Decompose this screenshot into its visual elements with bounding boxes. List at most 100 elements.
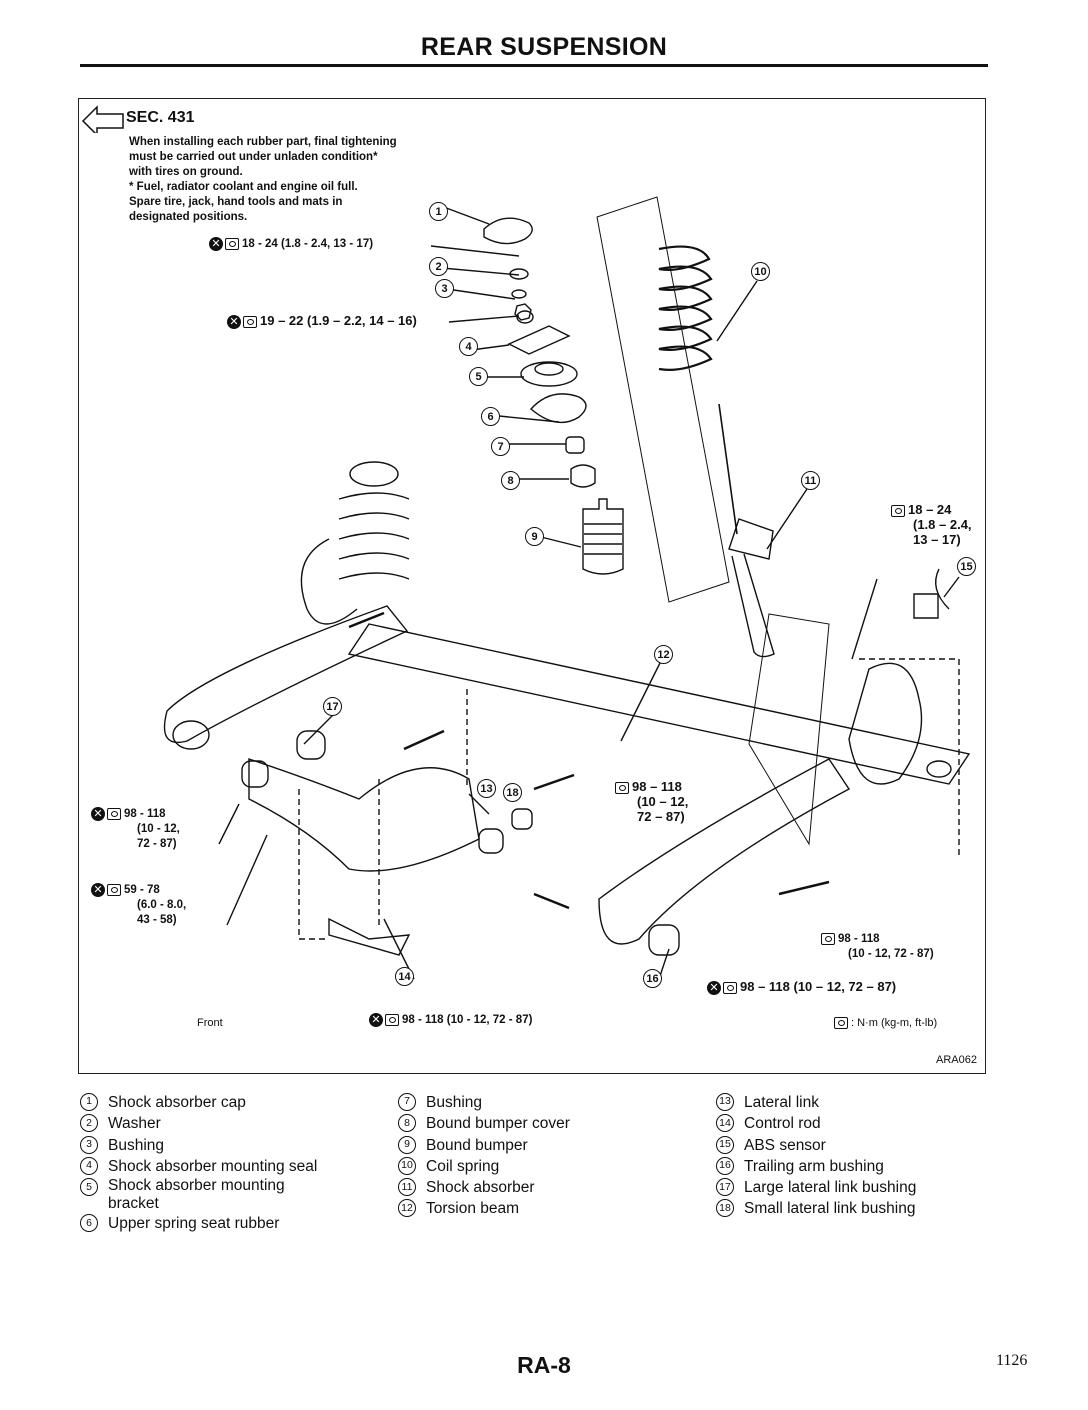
bushing-7-drawing: [565, 436, 585, 454]
control-rod-drawing: [328, 917, 411, 956]
page-code: RA-8: [517, 1352, 571, 1378]
mounting-bracket-drawing: [520, 361, 578, 387]
callout-15: 15: [957, 557, 976, 576]
torque-wrench-icon: [107, 808, 121, 820]
replace-part-icon: ✕: [209, 237, 223, 251]
replace-part-icon: ✕: [707, 980, 721, 995]
bound-bumper-drawing: [582, 498, 624, 575]
right-trailing-arm: [598, 758, 851, 945]
mounting-seal-drawing: [507, 325, 571, 355]
section-label: SEC. 431: [126, 109, 195, 126]
torque-wrench-icon: [834, 1017, 848, 1030]
torque-spec-3: 18 – 24 (1.8 – 2.4, 13 – 17): [891, 502, 972, 547]
lateral-link-drawing: [248, 758, 480, 872]
replace-part-icon: ✕: [91, 883, 105, 897]
exploded-view-drawing: [163, 196, 971, 980]
replace-part-icon: ✕: [91, 807, 105, 821]
front-arrow-icon: [81, 105, 124, 133]
torque-spec-8: ✕98 – 118 (10 – 12, 72 – 87): [707, 979, 896, 995]
front-label: Front: [197, 1017, 223, 1029]
callout-2: 2: [429, 257, 448, 276]
replace-part-icon: ✕: [369, 1013, 383, 1027]
page-title: REAR SUSPENSION: [420, 33, 668, 61]
torque-wrench-icon: [385, 1014, 399, 1026]
torsion-beam-drawing: [347, 623, 971, 785]
shock-rod: [718, 403, 738, 535]
small-bushing-drawing: [511, 808, 533, 830]
bushing-drawing: [511, 289, 527, 299]
callout-12: 12: [654, 645, 673, 664]
shock-absorber-cap-drawing: [483, 217, 533, 245]
torque-wrench-icon: [243, 315, 257, 328]
torque-wrench-icon: [891, 504, 905, 517]
torque-wrench-icon: [225, 238, 239, 250]
torque-spec-4: ✕98 - 118 (10 - 12, 72 - 87): [91, 807, 180, 852]
torque-wrench-icon: [723, 981, 737, 994]
torque-wrench-icon: [107, 884, 121, 896]
shock-absorber-drawing: [728, 518, 774, 560]
install-note: When installing each rubber part, final …: [129, 136, 397, 223]
coil-spring-drawing: [658, 245, 713, 371]
callout-14: 14: [395, 967, 414, 986]
shock-lower-box: [748, 613, 830, 846]
left-strut-top: [349, 461, 399, 487]
page-number: 1126: [996, 1352, 1028, 1369]
callout-7: 7: [491, 437, 510, 456]
abs-sensor-drawing: [913, 593, 939, 619]
torque-spec-2: ✕19 – 22 (1.9 – 2.2, 14 – 16): [227, 313, 417, 329]
torque-spec-6: 98 – 118 (10 – 12, 72 – 87): [615, 779, 688, 824]
unit-legend: : N·m (kg-m, ft-lb): [834, 1017, 937, 1030]
torque-wrench-icon: [615, 781, 629, 794]
left-trailing-arm: [163, 605, 409, 743]
callout-5: 5: [469, 367, 488, 386]
torque-wrench-icon: [821, 932, 835, 945]
callout-17: 17: [323, 697, 342, 716]
bound-bumper-cover-drawing: [570, 464, 596, 488]
knuckle-drawing: [848, 662, 923, 785]
torque-spec-9: ✕98 - 118 (10 - 12, 72 - 87): [369, 1013, 532, 1028]
callout-8: 8: [501, 471, 520, 490]
callout-9: 9: [525, 527, 544, 546]
callout-16: 16: [643, 969, 662, 988]
trailing-arm-bushing-drawing: [648, 924, 680, 956]
torque-spec-1: ✕18 - 24 (1.8 - 2.4, 13 - 17): [209, 237, 373, 252]
title-rule: [80, 64, 988, 67]
callout-11: 11: [801, 471, 820, 490]
callout-1: 1: [429, 202, 448, 221]
callout-10: 10: [751, 262, 770, 281]
spring-seat-rubber-drawing: [529, 393, 587, 424]
torque-spec-7: 98 - 118 (10 - 12, 72 - 87): [821, 932, 934, 962]
large-bushing-drawing: [296, 730, 326, 760]
replace-part-icon: ✕: [227, 314, 241, 329]
callout-6: 6: [481, 407, 500, 426]
suspension-diagram: SEC. 431 When installing each rubber par…: [78, 98, 986, 1074]
torque-spec-5: ✕59 - 78 (6.0 - 8.0, 43 - 58): [91, 883, 186, 928]
callout-3: 3: [435, 279, 454, 298]
callout-13: 13: [477, 779, 496, 798]
callout-18: 18: [503, 783, 522, 802]
coil-spring-box: [596, 196, 730, 603]
figure-code: ARA062: [936, 1054, 977, 1066]
callout-4: 4: [459, 337, 478, 356]
